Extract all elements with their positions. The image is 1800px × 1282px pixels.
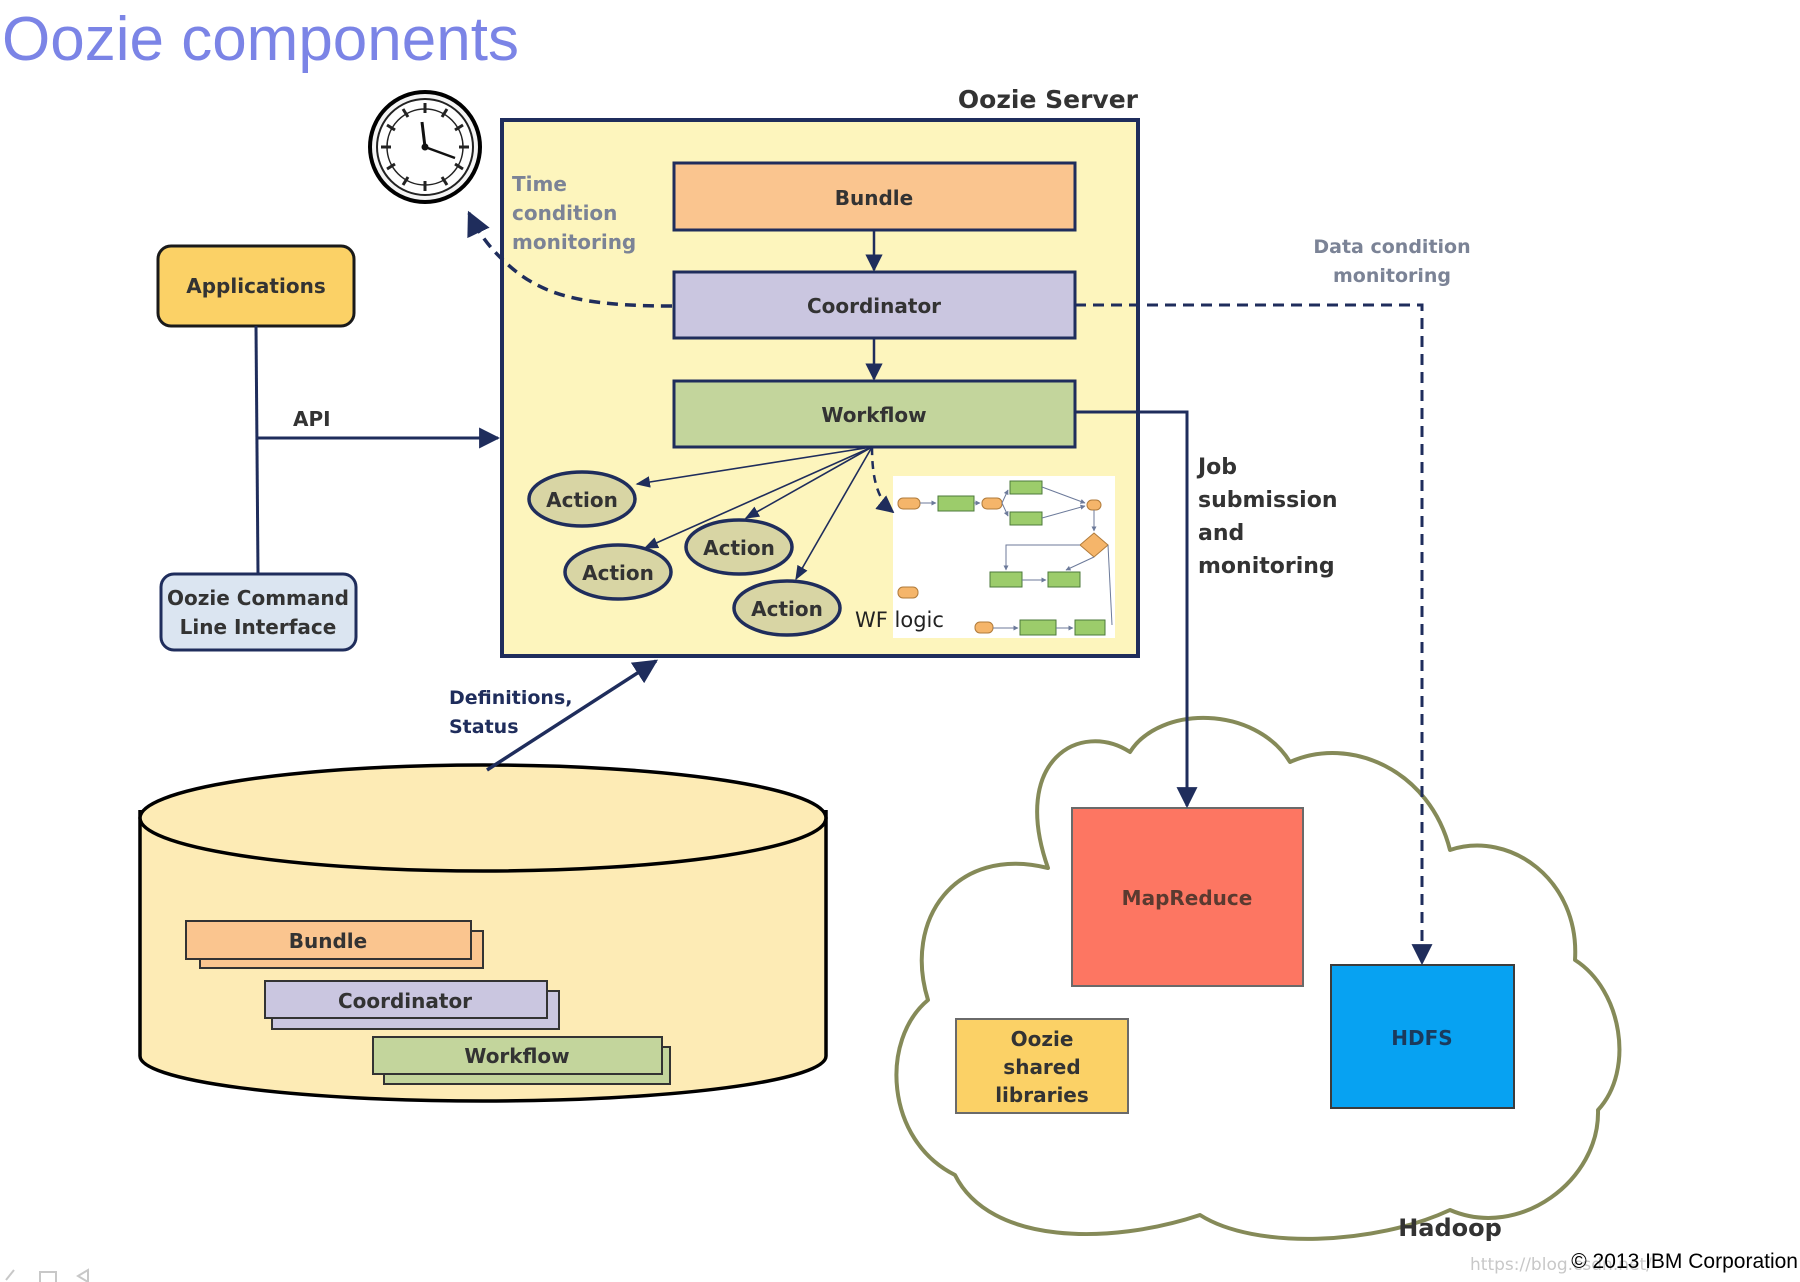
action-label: Action xyxy=(751,597,823,621)
slide-title: Oozie components xyxy=(2,5,519,74)
action-label: Action xyxy=(546,488,618,512)
db-coordinator-label: Coordinator xyxy=(338,989,472,1013)
db-coordinator-card: Coordinator xyxy=(264,980,560,1030)
job-submission-line-4: monitoring xyxy=(1198,554,1335,579)
workflow-to-actions-arrows xyxy=(635,446,895,581)
mapreduce-box: MapReduce xyxy=(1071,807,1304,987)
time-condition-arrow xyxy=(467,210,673,308)
oozie-server-label: Oozie Server xyxy=(958,85,1139,114)
data-condition-line-1: Data condition xyxy=(1313,236,1470,258)
slide-nav-icons xyxy=(5,1268,89,1282)
time-condition-line-2: condition xyxy=(512,201,617,225)
action-node: Action xyxy=(527,470,637,528)
hdfs-box: HDFS xyxy=(1330,964,1515,1109)
db-bundle-card: Bundle xyxy=(185,920,484,969)
data-condition-line-2: monitoring xyxy=(1333,265,1451,287)
wf-logic-label: WF logic xyxy=(855,608,944,632)
server-bundle-box: Bundle xyxy=(672,161,1077,232)
action-node: Action xyxy=(563,543,673,601)
shared-libraries-line-1: Oozie xyxy=(1011,1027,1074,1051)
applications-label: Applications xyxy=(186,274,325,298)
server-coordinator-box: Coordinator xyxy=(672,270,1077,340)
cli-box: Oozie Command Line Interface xyxy=(159,572,358,652)
data-condition-arrow xyxy=(1075,303,1433,966)
hadoop-label: Hadoop xyxy=(1398,1214,1502,1242)
definitions-label-line-1: Definitions, xyxy=(449,687,572,709)
copyright-notice: © 2013 IBM Corporation xyxy=(1571,1250,1798,1273)
definitions-label-line-2: Status xyxy=(449,716,519,738)
mapreduce-label: MapReduce xyxy=(1122,886,1253,910)
hdfs-label: HDFS xyxy=(1391,1026,1452,1050)
watermark-text: https://blog.csdn.net/ xyxy=(1470,1255,1652,1275)
time-condition-line-3: monitoring xyxy=(512,230,636,254)
action-label: Action xyxy=(582,561,654,585)
server-workflow-label: Workflow xyxy=(821,403,926,427)
api-label: API xyxy=(293,407,331,431)
time-condition-line-1: Time xyxy=(512,172,567,196)
wf-logic-thumbnail xyxy=(893,476,1115,638)
shared-libraries-line-3: libraries xyxy=(995,1083,1089,1107)
cli-label-line-1: Oozie Command xyxy=(167,586,349,610)
clients-connector-line xyxy=(254,325,260,575)
job-submission-line-2: submission xyxy=(1198,488,1337,513)
server-bundle-label: Bundle xyxy=(835,186,913,210)
db-bundle-label: Bundle xyxy=(289,929,367,953)
shared-libraries-line-2: shared xyxy=(1003,1055,1080,1079)
db-workflow-label: Workflow xyxy=(464,1044,569,1068)
cli-label-line-2: Line Interface xyxy=(180,615,337,639)
server-workflow-box: Workflow xyxy=(672,379,1077,449)
clock-icon xyxy=(368,90,482,204)
action-node: Action xyxy=(732,579,842,637)
action-label: Action xyxy=(703,536,775,560)
job-submission-arrow xyxy=(1075,410,1198,809)
action-node: Action xyxy=(684,518,794,576)
db-workflow-card: Workflow xyxy=(372,1036,671,1085)
job-submission-line-3: and xyxy=(1198,521,1244,546)
applications-box: Applications xyxy=(156,244,356,328)
definitions-status-arrow xyxy=(486,659,659,772)
server-coordinator-label: Coordinator xyxy=(807,294,941,318)
shared-libraries-box: Oozie shared libraries xyxy=(955,1018,1129,1114)
job-submission-line-1: Job xyxy=(1196,455,1237,480)
